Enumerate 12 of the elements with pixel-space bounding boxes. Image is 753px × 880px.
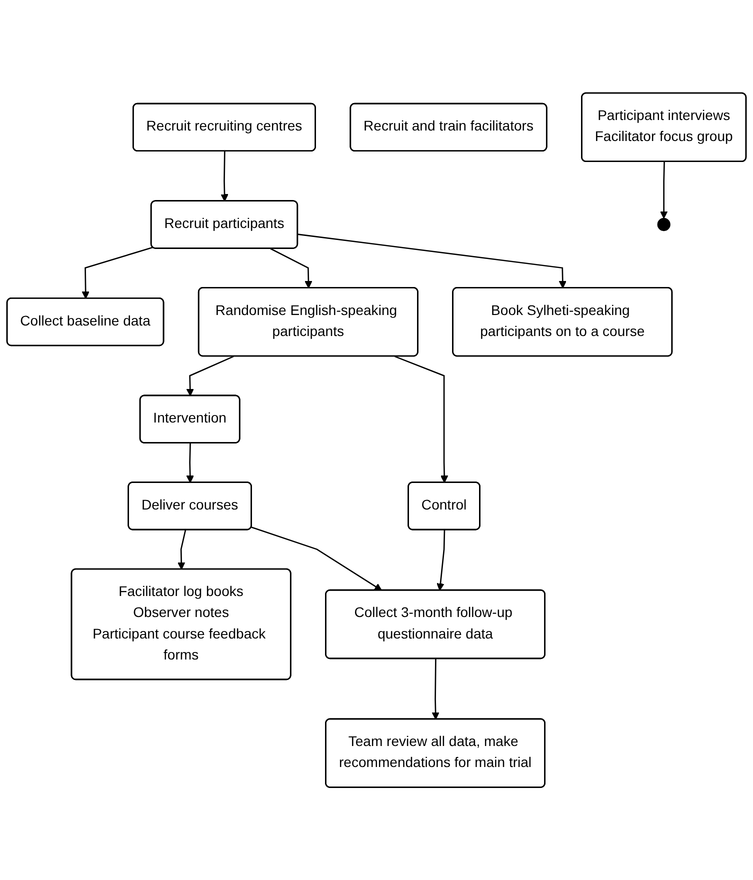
arrow <box>186 356 234 396</box>
arrow <box>251 526 382 591</box>
arrow <box>178 530 186 570</box>
arrow <box>436 530 446 591</box>
arrow <box>270 248 312 288</box>
arrow <box>394 356 448 483</box>
arrow <box>432 658 440 720</box>
arrow <box>298 234 567 288</box>
arrow <box>220 151 228 202</box>
arrow <box>186 443 194 483</box>
arrow <box>82 246 154 299</box>
arrow <box>660 162 668 219</box>
